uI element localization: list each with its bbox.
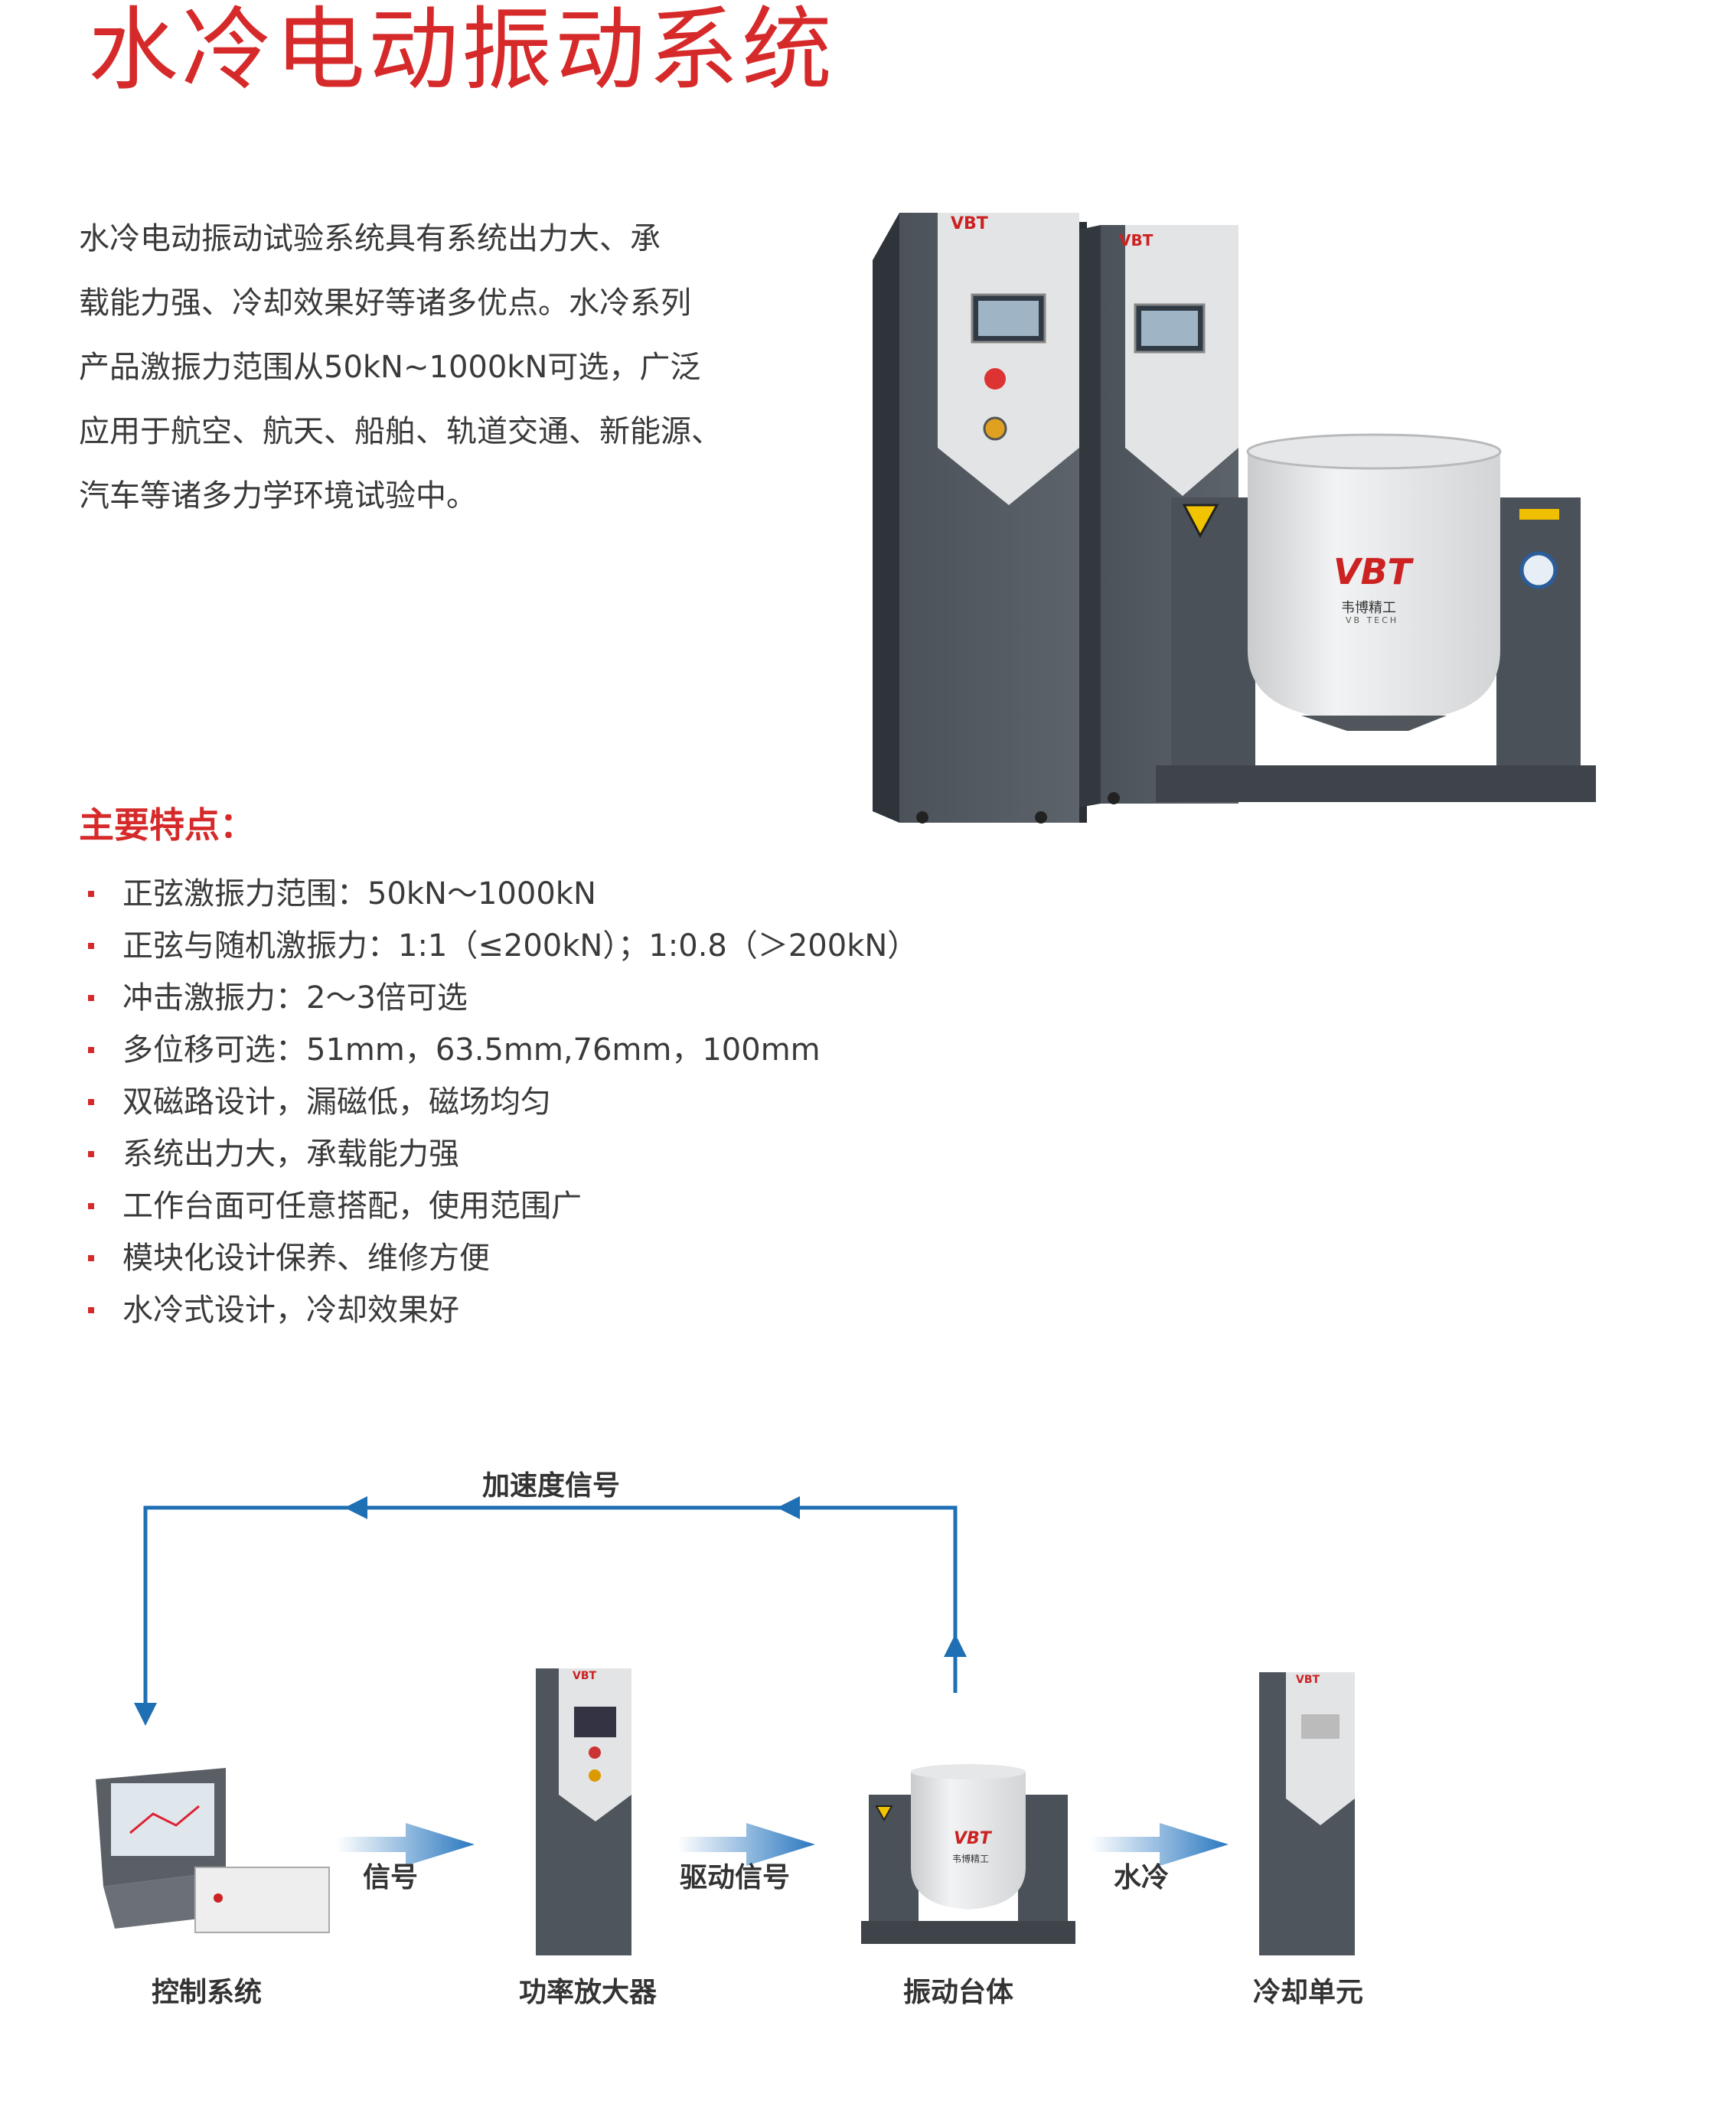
intro-line: 汽车等诸多力学环境试验中。 (79, 478, 477, 514)
feature-item: 模块化设计保养、维修方便 (88, 1232, 918, 1284)
power-cabinet-1 (873, 213, 1087, 823)
caption-vibration-table: 振动台体 (903, 1977, 1014, 2008)
brand-logo-cabinet-1: VBT (951, 214, 988, 233)
drive-signal-label: 驱动信号 (680, 1862, 791, 1893)
intro-paragraph: 水冷电动振动试验系统具有系统出力大、承 载能力强、冷却效果好等诸多优点。水冷系列… (79, 207, 752, 528)
page-title: 水冷电动振动系统 (88, 0, 836, 103)
intro-line: 载能力强、冷却效果好等诸多优点。水冷系列 (79, 285, 691, 321)
cooling-unit-image (1259, 1672, 1355, 1955)
features-heading: 主要特点： (79, 804, 255, 846)
bullet-icon (88, 1255, 94, 1261)
feedback-loop-arrow (134, 1496, 967, 1726)
feature-item: 双磁路设计，漏磁低，磁场均匀 (88, 1076, 918, 1128)
power-cabinet-2 (1079, 225, 1238, 807)
bullet-icon (88, 1307, 94, 1313)
feature-item: 冲击激振力：2～3倍可选 (88, 972, 918, 1024)
feature-item: 正弦激振力范围：50kN～1000kN (88, 868, 918, 920)
feature-item: 正弦与随机激振力：1:1（≤200kN）；1:0.8（＞200kN） (88, 920, 918, 972)
caption-cooling-unit: 冷却单元 (1253, 1977, 1364, 2008)
water-cooling-label: 水冷 (1114, 1862, 1170, 1893)
brand-name-drum: 韦博精工 (1341, 600, 1396, 616)
brand-logo-amp: VBT (573, 1670, 597, 1682)
feature-item: 多位移可选：51mm，63.5mm,76mm，100mm (88, 1024, 918, 1076)
feedback-label: 加速度信号 (482, 1470, 621, 1502)
bullet-icon (88, 1151, 94, 1157)
brand-logo-cabinet-2: VBT (1119, 231, 1154, 249)
brand-sub-drum: VB TECH (1346, 615, 1399, 625)
feature-item: 水冷式设计，冷却效果好 (88, 1284, 918, 1336)
feature-item: 工作台面可任意搭配，使用范围广 (88, 1180, 918, 1232)
caption-power-amplifier: 功率放大器 (519, 1977, 658, 2008)
bullet-icon (88, 891, 94, 897)
intro-line: 产品激振力范围从50kN~1000kN可选，广泛 (79, 350, 701, 385)
brand-logo-small-drum: VBT (954, 1829, 991, 1848)
bullet-icon (88, 1099, 94, 1105)
intro-line: 水冷电动振动试验系统具有系统出力大、承 (79, 221, 661, 256)
power-amplifier-image (536, 1668, 631, 1955)
bullet-icon (88, 943, 94, 949)
brand-logo-drum: VBT (1333, 551, 1412, 592)
signal-label: 信号 (363, 1862, 419, 1893)
features-list: 正弦激振力范围：50kN～1000kN 正弦与随机激振力：1:1（≤200kN）… (88, 868, 918, 1336)
feature-item: 系统出力大，承载能力强 (88, 1128, 918, 1180)
brand-logo-cooling: VBT (1296, 1674, 1320, 1686)
caption-control-system: 控制系统 (152, 1977, 263, 2008)
control-system-image (96, 1768, 330, 1933)
bullet-icon (88, 995, 94, 1001)
bullet-icon (88, 1203, 94, 1209)
bullet-icon (88, 1047, 94, 1053)
intro-line: 应用于航空、航天、船舶、轨道交通、新能源、 (79, 414, 722, 449)
brand-name-small-drum: 韦博精工 (952, 1854, 990, 1864)
